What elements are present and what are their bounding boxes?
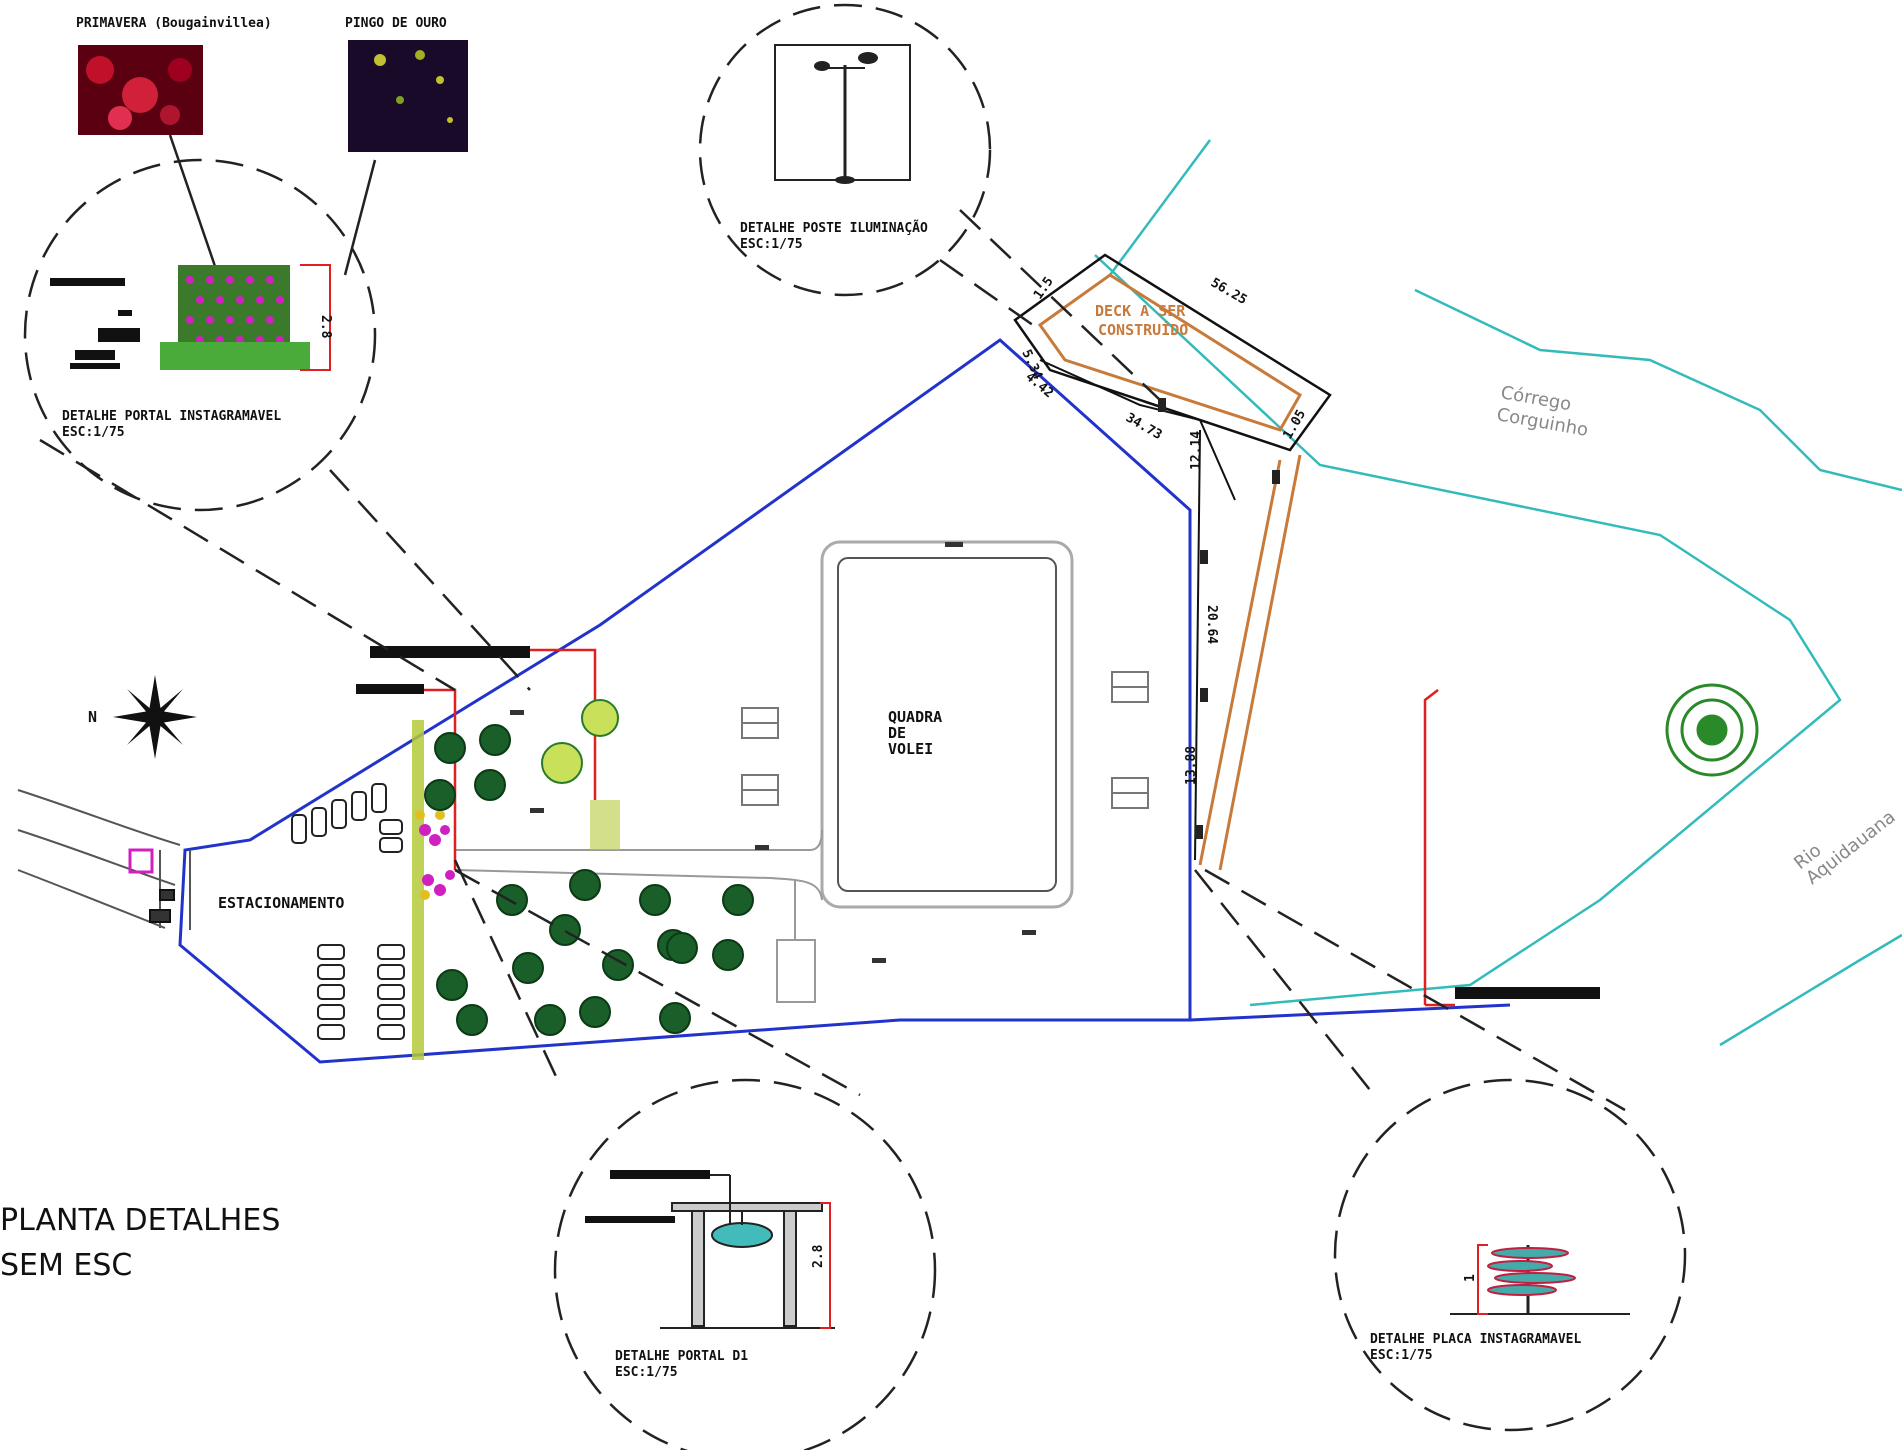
lamp-posts [1158, 398, 1280, 839]
deck: DECK A SER CONSTRUÍDO [1013, 253, 1332, 871]
water-line-deck [1094, 254, 1842, 1007]
parking-label: ESTACIONAMENTO [218, 894, 344, 912]
dim-9: 13.88 [1184, 746, 1199, 785]
dim-4: 4.42 [1022, 370, 1056, 402]
placa-scale: ESC:1/75 [1370, 1348, 1433, 1363]
placa-pole [1423, 689, 1455, 1007]
water-line-upper [1108, 139, 1212, 276]
water-lines [1094, 139, 1902, 1047]
court-label-1: QUADRA [888, 708, 942, 726]
parking-cars [291, 783, 405, 1040]
court-walkway [454, 829, 823, 901]
pingo-photo [348, 40, 468, 152]
rio-line [1719, 933, 1902, 1047]
path-vertical [1194, 429, 1201, 861]
deck-walkway-right [1218, 454, 1302, 871]
placa-dim: 1 [1463, 1274, 1478, 1282]
court-label-3: VOLEI [888, 740, 933, 758]
poste-detail [774, 44, 911, 184]
portal-instagram-detail: 2.8 [50, 264, 333, 371]
dim-6: 12.14 [1189, 431, 1204, 470]
portal-instagram-scale: ESC:1/75 [62, 425, 125, 440]
site-boundary [178, 338, 1192, 1064]
corrego-line [1414, 288, 1902, 492]
path-to-deck [1039, 359, 1236, 501]
portal-instagram-title: DETALHE PORTAL INSTAGRAMAVEL [62, 409, 281, 424]
primavera-leader [168, 134, 220, 276]
placa-title: DETALHE PLACA INSTAGRAMAVEL [1370, 1332, 1581, 1347]
kiosk [776, 939, 816, 1003]
flowers [415, 810, 455, 900]
portal-d1-dim: 2.8 [811, 1244, 826, 1268]
primavera-label: PRIMAVERA (Bougainvillea) [76, 16, 272, 31]
poste-title: DETALHE POSTE ILUMINAÇÃO [740, 220, 928, 236]
trees [424, 724, 754, 1036]
portal-d1-detail: 2.8 [585, 1170, 835, 1329]
north-arrow [113, 675, 197, 759]
road-junction [149, 889, 175, 923]
hedges [412, 720, 620, 1060]
boundary-east-ext [1189, 1003, 1511, 1022]
deck-inner [1037, 273, 1303, 432]
dim-5: 34.73 [1123, 410, 1164, 443]
light-trees [541, 699, 619, 784]
dim-2: 56.25 [1208, 275, 1249, 308]
small-marks [510, 542, 1036, 963]
benches [741, 671, 1149, 809]
placa-detail: 1 [1450, 1244, 1630, 1315]
portal-d1-title: DETALHE PORTAL D1 [615, 1349, 748, 1364]
deck-label-1: DECK A SER [1095, 302, 1186, 320]
pingo-label: PINGO DE OURO [345, 16, 447, 31]
gate-marker [128, 848, 154, 874]
plan-scale: SEM ESC [0, 1248, 132, 1283]
north-label: N [88, 708, 97, 726]
large-tree [1665, 683, 1759, 777]
primavera-photo [78, 45, 203, 135]
portal-dim: 2.8 [318, 315, 333, 339]
poste-scale: ESC:1/75 [740, 237, 803, 252]
volley-court: QUADRA DE VOLEI [820, 540, 1074, 909]
deck-outline [1013, 253, 1332, 452]
label-bars [356, 646, 1600, 999]
portal-d1-scale: ESC:1/75 [615, 1365, 678, 1380]
court-label-2: DE [888, 724, 906, 742]
deck-walkway-left [1198, 459, 1282, 866]
pingo-leader [343, 159, 377, 276]
dim-8: 20.64 [1204, 605, 1219, 644]
deck-label-2: CONSTRUÍDO [1098, 320, 1188, 339]
plan-title: PLANTA DETALHES [0, 1203, 280, 1238]
detail-circles [23, 3, 1687, 1450]
dim-7: 1.05 [1280, 407, 1309, 442]
leader-lines [39, 209, 1626, 1112]
